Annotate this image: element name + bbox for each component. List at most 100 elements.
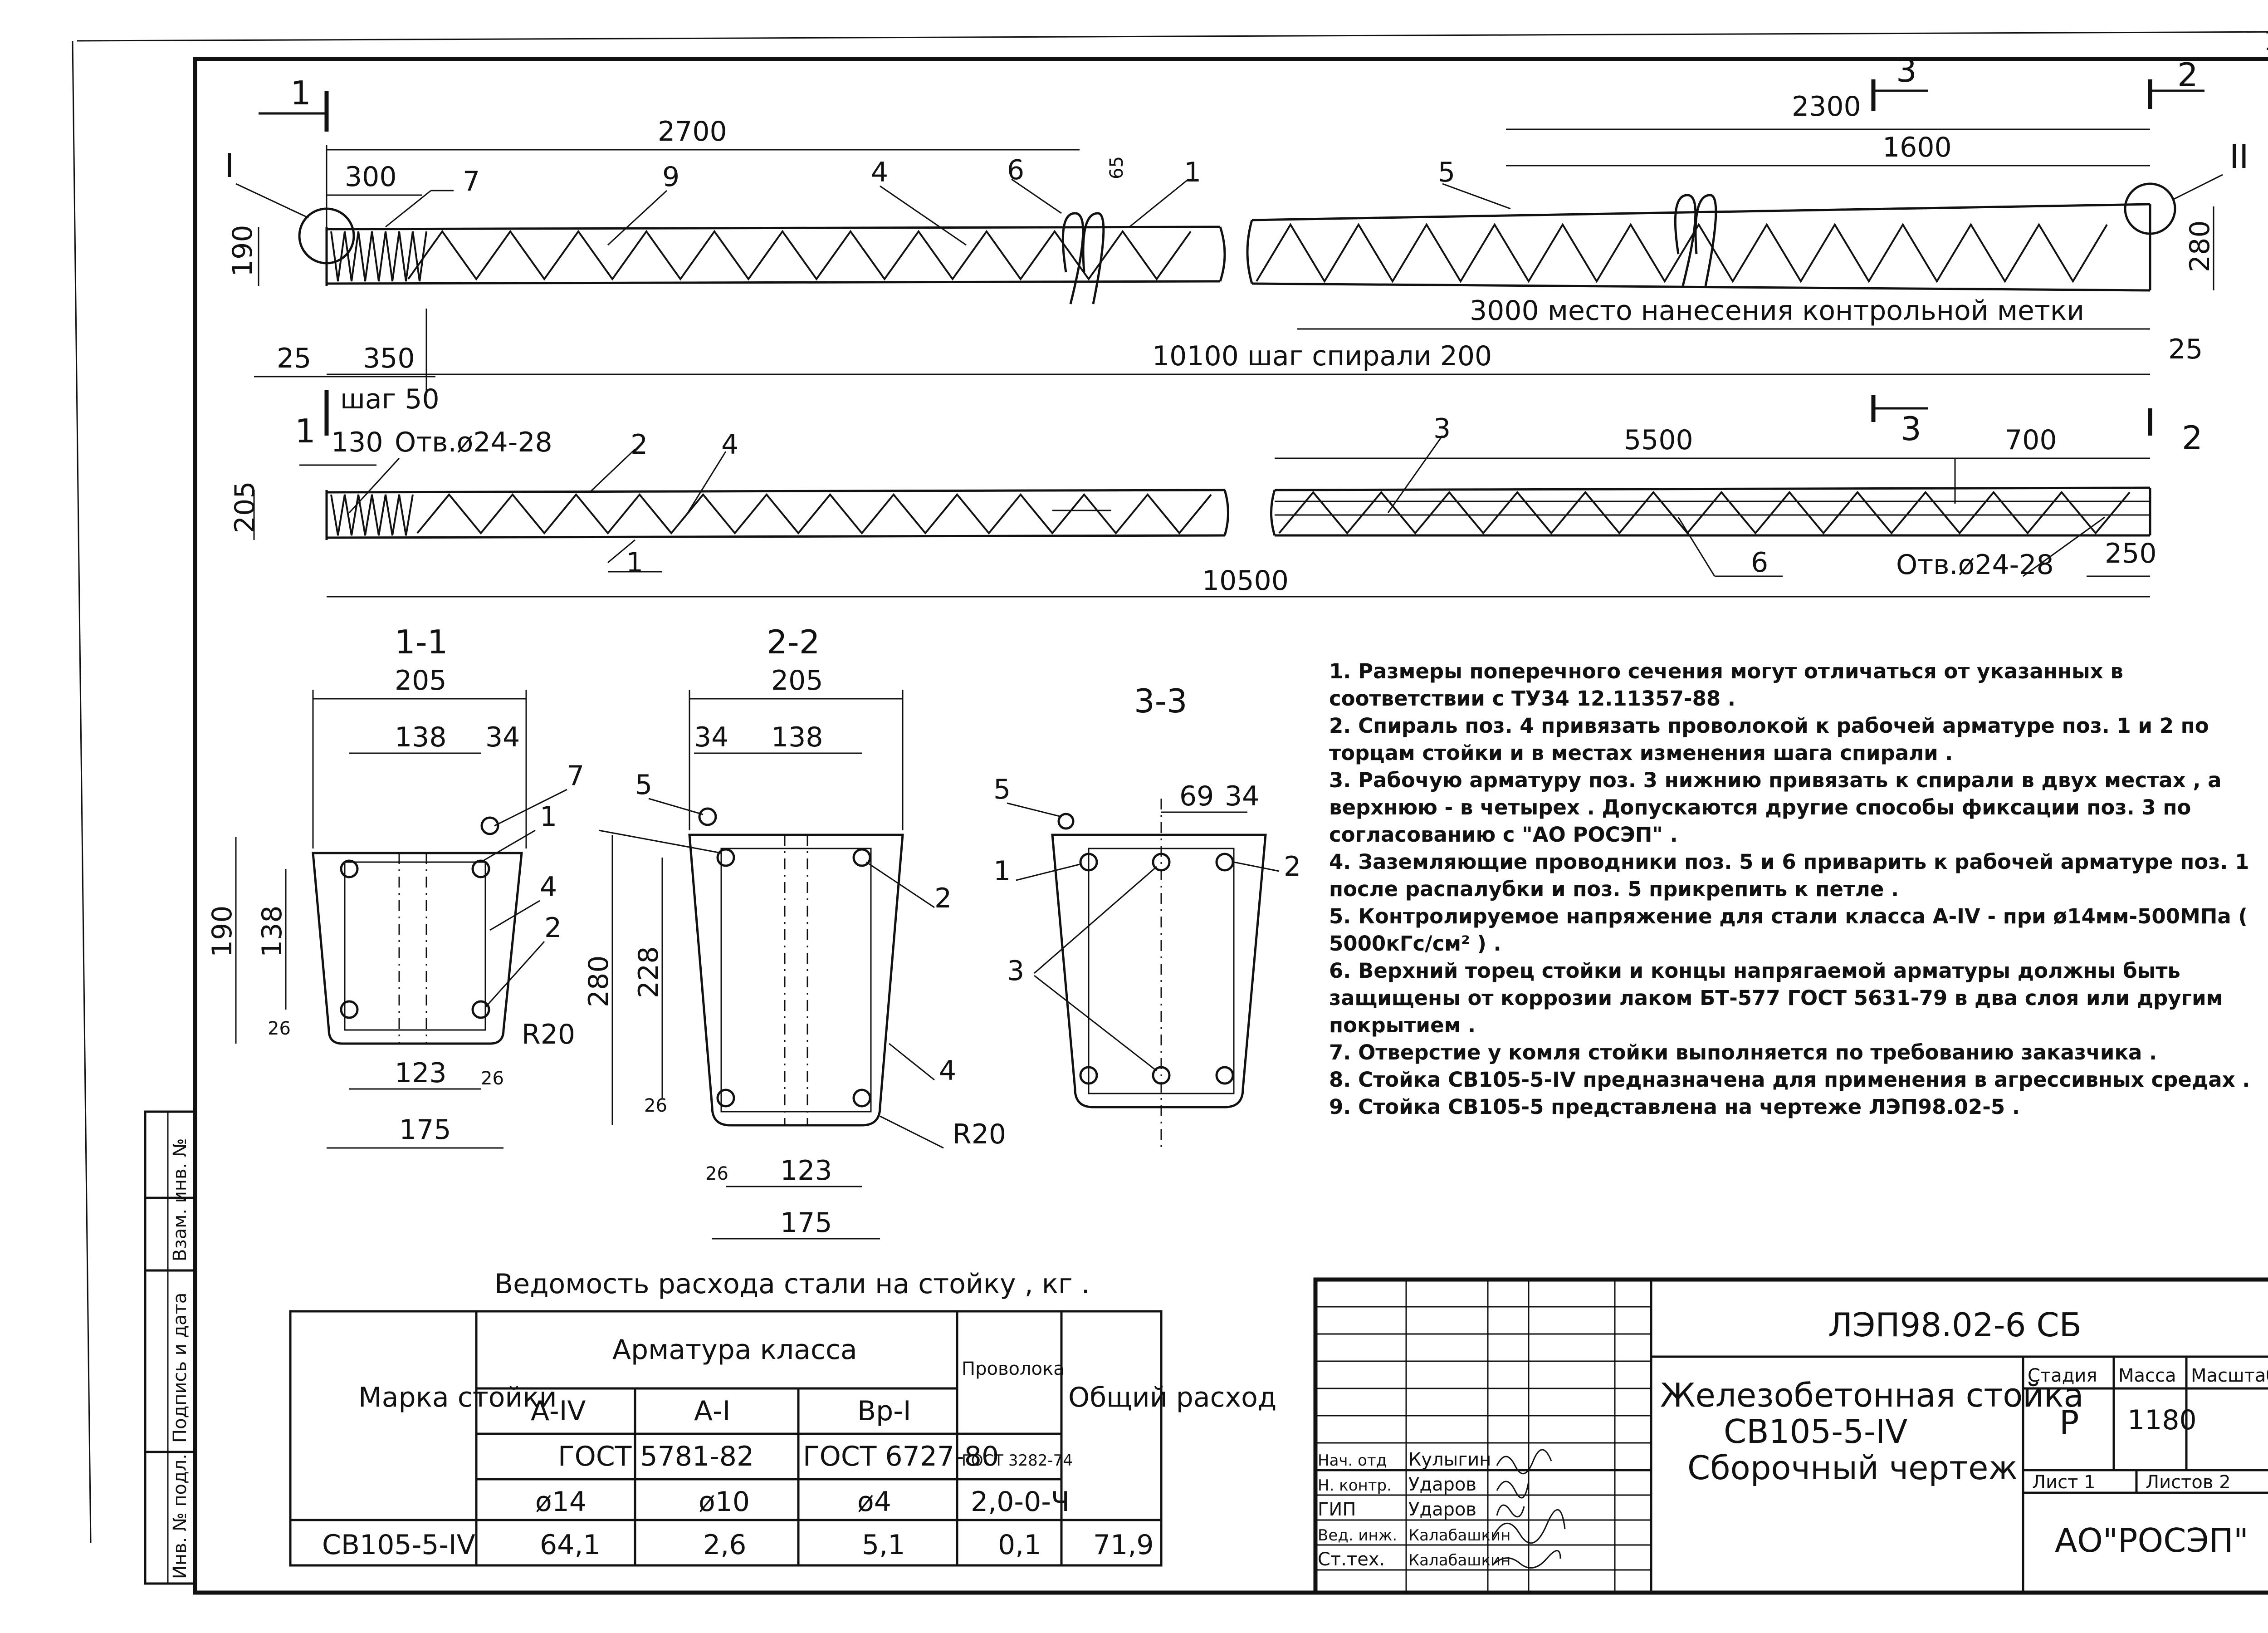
s22-dim-34: 34 xyxy=(694,721,728,753)
section-3-3: 3-3 69 34 5 1 2 3 xyxy=(993,682,1301,1152)
loop-left xyxy=(1061,212,1105,304)
dim-700: 700 xyxy=(2005,424,2057,456)
dim-130: 130 xyxy=(331,427,383,458)
steel-table: Ведомость расхода стали на стойку , кг .… xyxy=(289,1268,1276,1567)
td-mark: СВ105-5-IV xyxy=(322,1529,475,1561)
s22-radius: R20 xyxy=(953,1118,1006,1150)
s11-radius: R20 xyxy=(522,1019,575,1050)
s33-pos-1: 1 xyxy=(993,855,1011,887)
dim-25-left: 25 xyxy=(277,343,311,374)
section-1-1: 1-1 205 138 34 190 138 26 123 26 175 R20… xyxy=(206,623,584,1149)
th-mark: Марка стойки xyxy=(358,1382,557,1413)
s22-dim-175: 175 xyxy=(780,1207,832,1239)
section-mark-3-bottom: 3 xyxy=(1901,410,1921,448)
signature-3 xyxy=(1491,1509,1566,1544)
td-v4: 0,1 xyxy=(998,1529,1041,1561)
sheet-label: Лист 1 xyxy=(2032,1472,2096,1493)
td-v3: 5,1 xyxy=(862,1529,905,1561)
title-block: ЛЭП98.02-6 СБ Железобетонная стойка СВ10… xyxy=(1313,1277,2268,1595)
note-5: 5. Контролируемое напряжение для стали к… xyxy=(1329,904,2248,956)
name-2: Ударов xyxy=(1408,1499,1476,1520)
s22-dim-26b: 26 xyxy=(705,1163,728,1184)
section-mark-2-bottom: 2 xyxy=(2182,419,2203,457)
th-d4: ø4 xyxy=(857,1486,891,1518)
s33-pos-3: 3 xyxy=(1007,955,1024,987)
dim-250: 250 xyxy=(2105,538,2157,569)
dim-65: 65 xyxy=(1106,156,1127,179)
s22-pos-5: 5 xyxy=(635,769,652,801)
dim-25-right: 25 xyxy=(2168,333,2203,365)
dim-205-elev: 205 xyxy=(229,481,261,533)
s33-dim-69: 69 xyxy=(1179,780,1214,812)
detail-circle-2 xyxy=(2124,182,2176,235)
th-class-bp1: Вр-I xyxy=(857,1395,911,1427)
s22-pos-2: 2 xyxy=(934,883,952,914)
stage-value: Р xyxy=(2059,1403,2079,1442)
pos-3-bottom: 3 xyxy=(1433,413,1451,445)
role-0: Нач. отд xyxy=(1318,1452,1387,1470)
th-total: Общий расход xyxy=(1068,1382,1276,1413)
pos-7-bottom: 6 xyxy=(1751,547,1768,579)
th-class-a4: А-IV xyxy=(531,1395,586,1427)
s11-dim-205: 205 xyxy=(395,665,447,696)
hole-top-left: Отв.ø24-28 xyxy=(395,427,552,458)
s11-dim-138-v: 138 xyxy=(256,905,288,957)
section-title-2-2: 2-2 xyxy=(767,623,820,661)
note-4: 4. Заземляющие проводники поз. 5 и 6 при… xyxy=(1329,850,2249,901)
pos-4-bottom: 4 xyxy=(721,429,738,461)
signature-1 xyxy=(1496,1481,1530,1499)
s22-dim-26: 26 xyxy=(644,1095,667,1116)
step-50: шаг 50 xyxy=(340,383,440,415)
th-wire-spec: 2,0-0-Ч xyxy=(971,1486,1070,1518)
s22-dim-123: 123 xyxy=(780,1155,832,1187)
sheet-number: 15 xyxy=(2263,25,2268,57)
s11-dim-175: 175 xyxy=(399,1114,451,1146)
s33-pos-5: 5 xyxy=(993,774,1011,805)
stamp-inv: Инв. № подл. xyxy=(170,1454,191,1579)
role-3: Вед. инж. xyxy=(1318,1526,1397,1545)
section-title-1-1: 1-1 xyxy=(395,623,448,661)
sheets-label: Листов 2 xyxy=(2146,1472,2231,1493)
td-total: 71,9 xyxy=(1093,1529,1154,1561)
dim-2300: 2300 xyxy=(1792,91,1861,123)
pos-6-top: 7 xyxy=(463,166,480,197)
s11-dim-138: 138 xyxy=(395,721,447,753)
td-v1: 64,1 xyxy=(540,1529,601,1561)
section-mark-2-top: 2 xyxy=(2177,56,2198,94)
title-name-1: Железобетонная стойка xyxy=(1660,1376,2084,1414)
s11-dim-190: 190 xyxy=(206,905,238,957)
dim-350: 350 xyxy=(363,343,415,374)
loop-right xyxy=(1674,194,1717,286)
td-v2: 2,6 xyxy=(703,1529,746,1561)
pos-1-top: 1 xyxy=(1184,157,1201,188)
dim-control-mark: 3000 место нанесения контрольной метки xyxy=(1470,295,2084,327)
th-gost2: ГОСТ 6727-80 xyxy=(803,1441,999,1472)
pos-4-top: 4 xyxy=(871,157,888,188)
elevation-bottom: 205 130 Отв.ø24-28 5500 700 10500 Отв.ø2… xyxy=(229,413,2157,598)
detail-mark-2: II xyxy=(2229,137,2248,176)
dim-2700: 2700 xyxy=(658,116,727,147)
section-title-3-3: 3-3 xyxy=(1134,682,1188,720)
signature-2 xyxy=(1496,1504,1525,1518)
spiral-bottom-left xyxy=(416,493,1212,535)
th-d14: ø14 xyxy=(535,1486,587,1518)
doc-code: ЛЭП98.02-6 СБ xyxy=(1828,1306,2082,1344)
section-mark-3-top: 3 xyxy=(1896,51,1917,89)
detail-mark-1: I xyxy=(225,147,234,185)
pos-2-bottom: 2 xyxy=(631,429,648,461)
note-3: 3. Рабочую арматуру поз. 3 нижнию привяз… xyxy=(1329,768,2222,847)
dim-1600: 1600 xyxy=(1882,132,1952,163)
section-mark-1-bottom: 1 xyxy=(295,412,316,450)
mass-header: Масса xyxy=(2118,1365,2176,1386)
name-1: Ударов xyxy=(1408,1474,1476,1495)
th-gost3: ГОСТ 3282-74 xyxy=(962,1452,1073,1470)
note-6: 6. Верхний торец стойки и концы напрягае… xyxy=(1329,959,2223,1037)
name-4: Калабашкин xyxy=(1408,1551,1510,1569)
notes-block: 1. Размеры поперечного сечения могут отл… xyxy=(1329,658,2268,1121)
th-d10: ø10 xyxy=(699,1486,750,1518)
pos-5-top: 5 xyxy=(1438,157,1455,188)
s11-pos-2: 2 xyxy=(544,912,562,944)
note-9: 9. Стойка СВ105-5 представлена на чертеж… xyxy=(1329,1095,2020,1119)
spiral-bottom-right xyxy=(1278,490,2131,535)
th-gost1: ГОСТ 5781-82 xyxy=(558,1441,754,1472)
